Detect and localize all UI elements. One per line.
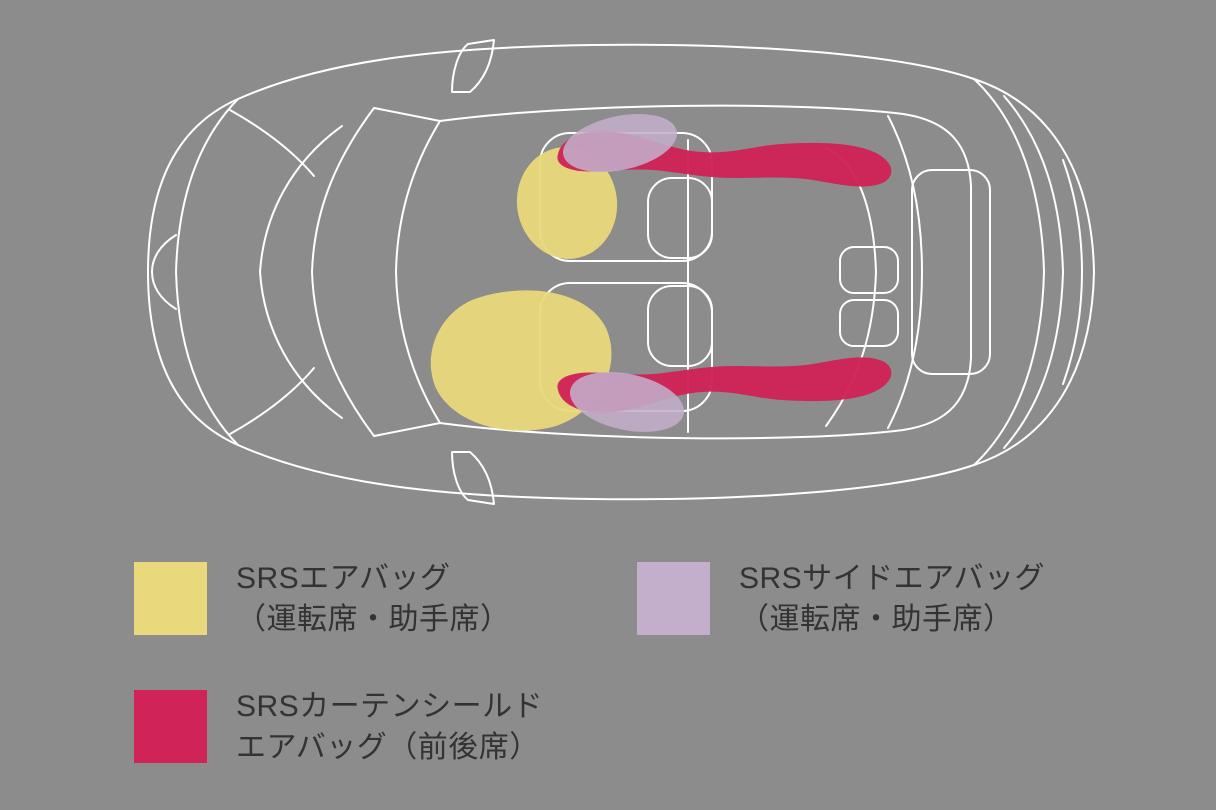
curtain-airbag-swatch [134, 690, 207, 763]
rear-bumper-line [1062, 159, 1083, 385]
passenger-seat-cushion [647, 285, 713, 367]
hood-crease-line [259, 125, 343, 419]
cargo-area-outline [911, 169, 991, 375]
side-airbag-driver-shape [562, 113, 678, 173]
windshield-rear-edge [395, 120, 441, 424]
windshield-front-edge [311, 107, 375, 437]
legend-item-front-airbag: SRSエアバッグ （運転席・助手席） [134, 562, 511, 640]
rear-hatch-line-outer [973, 78, 1045, 466]
curtain-airbag-label-line2: エアバッグ（前後席） [236, 731, 540, 764]
front-airbag-swatch [134, 562, 207, 635]
side-mirror-right [451, 39, 495, 93]
side-airbag-swatch [637, 562, 710, 635]
side-airbag-label: SRSサイドエアバッグ （運転席・助手席） [739, 558, 1045, 640]
rear-window-line [887, 115, 923, 429]
a-pillar-left [373, 422, 441, 437]
front-airbag-label: SRSエアバッグ （運転席・助手席） [236, 558, 511, 640]
car-top-view-diagram [147, 39, 1095, 505]
curtain-airbag-label: SRSカーテンシールド エアバッグ（前後席） [236, 686, 543, 768]
curtain-airbag-label-line1: SRSカーテンシールド [236, 690, 544, 723]
headlight-line-right [229, 109, 315, 177]
driver-front-airbag-shape [516, 147, 618, 259]
headlight-line-left [229, 367, 315, 435]
roof-outline [439, 104, 972, 440]
front-airbag-label-line2: （運転席・助手席） [236, 603, 511, 636]
driver-seat-cushion [647, 177, 713, 259]
legend-item-side-airbag: SRSサイドエアバッグ （運転席・助手席） [637, 562, 1045, 640]
legend-item-curtain-airbag: SRSカーテンシールド エアバッグ（前後席） [134, 690, 543, 768]
car-body-outline [147, 43, 1095, 501]
side-airbag-label-line1: SRSサイドエアバッグ [739, 562, 1045, 595]
rear-headrest-right [839, 246, 899, 294]
side-mirror-left [451, 451, 495, 505]
side-airbag-label-line2: （運転席・助手席） [739, 603, 1014, 636]
rear-headrest-left [839, 299, 899, 347]
a-pillar-right [373, 107, 441, 122]
side-airbag-passenger-shape [569, 372, 685, 432]
rear-hatch-line-inner [1003, 95, 1064, 449]
front-grille-line [151, 234, 177, 310]
front-airbag-label-line1: SRSエアバッグ [236, 562, 451, 595]
side-airbag-overlays [562, 113, 685, 432]
front-bumper-line [175, 98, 239, 446]
